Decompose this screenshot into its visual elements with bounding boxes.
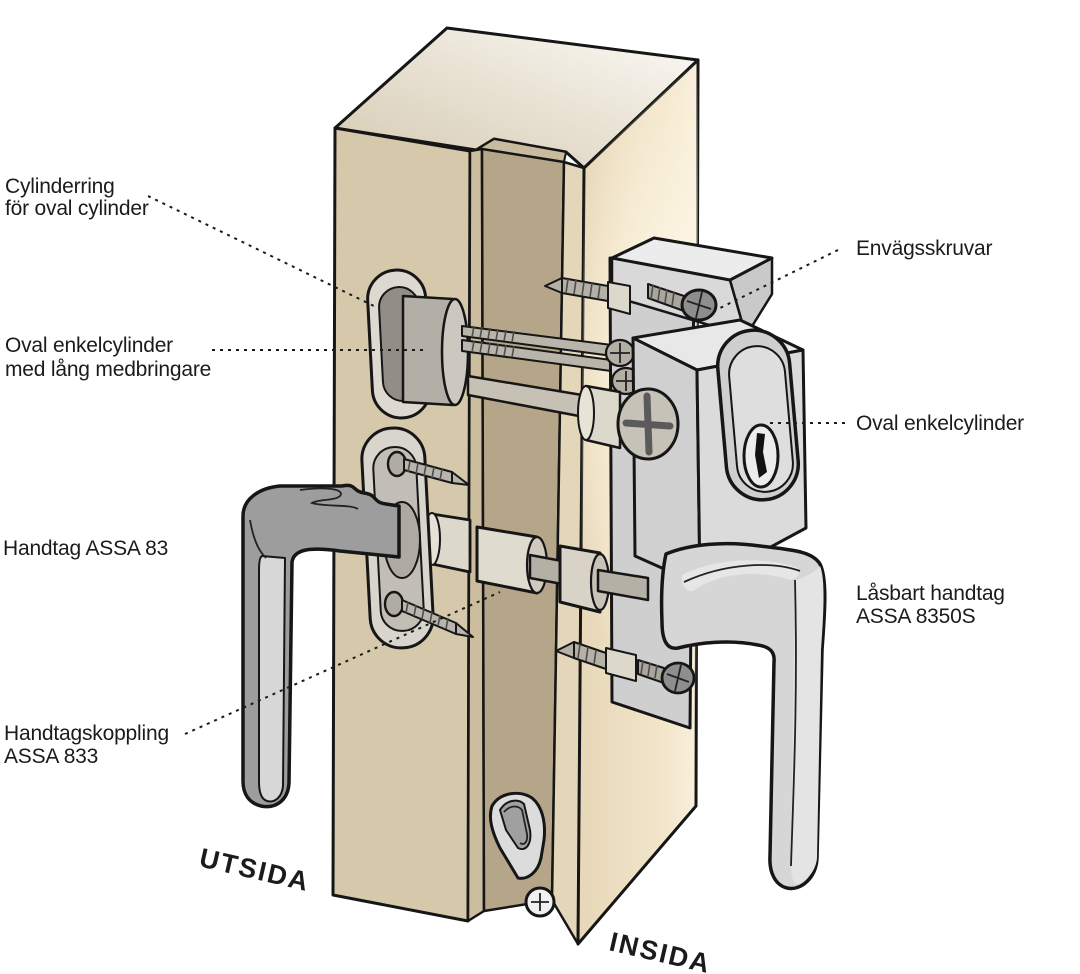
label-outside-side: UTSIDA	[197, 843, 313, 898]
oneway-screw	[647, 283, 718, 322]
connector-rods	[461, 325, 627, 422]
label-cylinder-ring: Cylinderring för oval cylinder	[5, 175, 149, 220]
leader-cylinder-ring	[147, 195, 377, 308]
top-screw-threads	[565, 278, 601, 300]
spindle-bar-to-case	[596, 568, 650, 602]
inside-handle-facet	[791, 566, 824, 884]
handle-spindle-coupling	[410, 512, 650, 614]
outside-cylinder-assembly	[366, 268, 470, 420]
inside-handle-neck-shading	[681, 560, 800, 591]
inside-handle-crease	[790, 579, 797, 867]
outside-handle-bend-crease	[249, 519, 267, 559]
backplate-bottom-screw	[637, 659, 696, 695]
tailpiece-sleeve-end	[577, 385, 595, 441]
label-oneway-screws: Envägsskruvar	[856, 237, 992, 260]
coupling-cylinder-3	[558, 544, 602, 614]
outside-handle-facet	[258, 555, 286, 803]
leader-lines	[147, 195, 845, 735]
lower-mounting-screw	[555, 641, 637, 682]
lock-case-bracket-top	[610, 236, 774, 282]
rosette-screw-top	[386, 450, 470, 486]
latch-bolt-highlight	[503, 805, 529, 845]
label-inside-cylinder: Oval enkelcylinder	[856, 412, 1024, 435]
label-inside-side: INSIDA	[607, 927, 715, 974]
oneway-screw-threads	[650, 284, 675, 307]
keyhole-slot	[755, 433, 767, 478]
inside-handle-neck-line	[683, 564, 801, 583]
top-mounting-screw	[544, 277, 631, 315]
inside-handle-body	[659, 541, 827, 891]
latch-screw	[524, 886, 556, 918]
outside-handle-neck-detail	[299, 487, 359, 510]
bottom-screw-threads	[640, 660, 658, 679]
label-outside-cylinder: Oval enkelcylinder med lång medbringare	[5, 334, 211, 381]
rod-thread-hatches	[471, 325, 515, 358]
label-lockable-handle: Låsbart handtag ASSA 8350S	[856, 582, 1010, 628]
connector-rod-head-1	[604, 338, 636, 368]
inside-handle	[659, 541, 827, 891]
label-handle-coupling: Handtagskoppling ASSA 833	[4, 722, 175, 768]
inside-cylinder	[715, 328, 801, 502]
spindle-square-bar	[528, 553, 564, 586]
lock-case-unit	[577, 236, 808, 730]
spindle-hub-disc	[616, 387, 680, 461]
leader-oneway-screws	[717, 249, 839, 310]
lower-screw-threads	[577, 643, 597, 665]
rosette-screw-bottom	[383, 590, 474, 638]
outside-handle	[241, 426, 474, 809]
latch-bolt	[488, 791, 546, 880]
label-outside-handle: Handtag ASSA 83	[3, 537, 168, 560]
leader-handle-coupling	[184, 591, 501, 735]
